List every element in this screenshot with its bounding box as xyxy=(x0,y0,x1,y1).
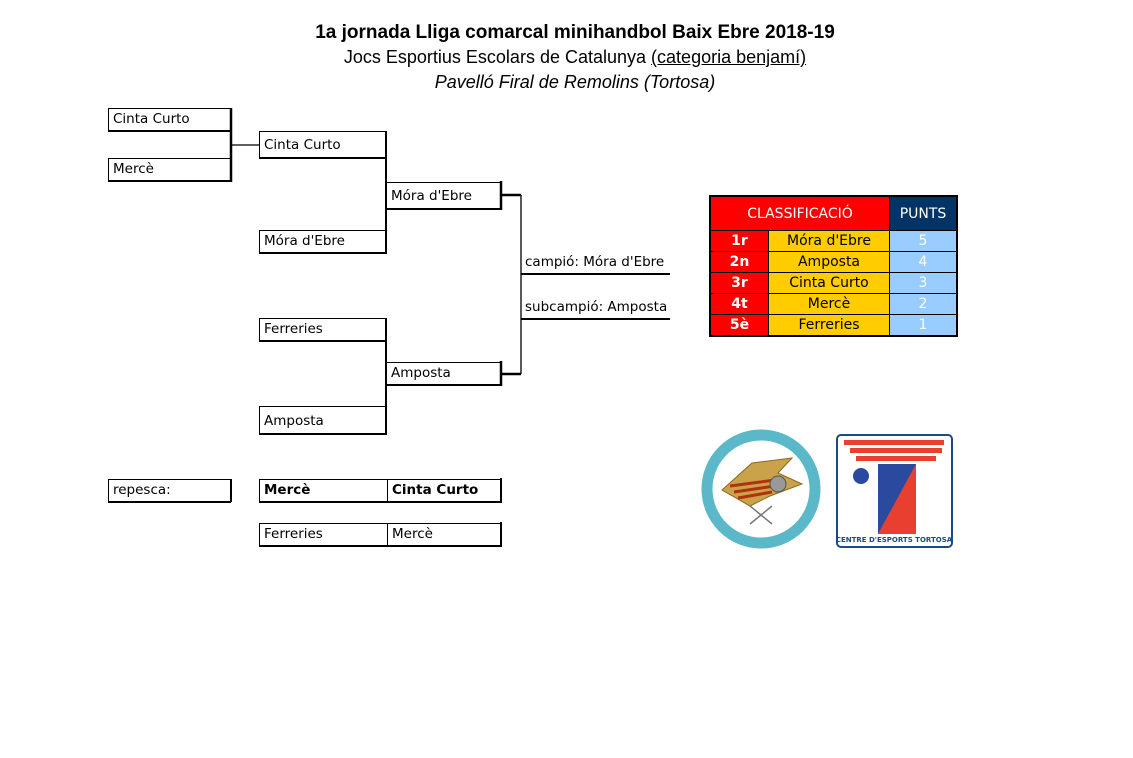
bracket-r1-team-2: Mercè xyxy=(108,158,231,182)
points: 2 xyxy=(889,293,958,315)
repesca-match1-team2: Cinta Curto xyxy=(387,479,501,503)
rank: 1r xyxy=(709,230,769,252)
bracket-r1-team-1: Cinta Curto xyxy=(108,108,231,132)
rank: 2n xyxy=(709,251,769,273)
bracket-semi-2: Amposta xyxy=(386,362,501,386)
repesca-match2-team1: Ferreries xyxy=(259,523,387,547)
points: 3 xyxy=(889,272,958,294)
bracket-r2-team-1: Cinta Curto xyxy=(259,131,386,159)
page-title: 1a jornada Lliga comarcal minihandbol Ba… xyxy=(315,22,835,43)
bracket-r2-team-3: Ferreries xyxy=(259,318,386,342)
classification-header-row: CLASSIFICACIÓ PUNTS xyxy=(709,195,958,231)
rank: 3r xyxy=(709,272,769,294)
team: Ferreries xyxy=(768,314,890,337)
repesca-match2-team2: Mercè xyxy=(387,523,501,547)
bracket-r2-team-4: Amposta xyxy=(259,406,386,435)
team: Cinta Curto xyxy=(768,272,890,294)
page-subtitle: Jocs Esportius Escolars de Catalunya (ca… xyxy=(0,47,1133,68)
repesca-match1-team1: Mercè xyxy=(259,479,387,503)
team: Mercè xyxy=(768,293,890,315)
subtitle-category: (categoria benjamí) xyxy=(651,47,807,67)
svg-text:CENTRE D'ESPORTS TORTOSA: CENTRE D'ESPORTS TORTOSA xyxy=(836,536,953,544)
team: Amposta xyxy=(768,251,890,273)
bracket-r2-team-2: Móra d'Ebre xyxy=(259,230,386,254)
venue: Pavelló Firal de Remolins (Tortosa) xyxy=(434,72,716,92)
rank: 5è xyxy=(709,314,769,337)
points: 5 xyxy=(889,230,958,252)
bracket-semi-1: Móra d'Ebre xyxy=(386,182,501,210)
rank: 4t xyxy=(709,293,769,315)
classification-header: CLASSIFICACIÓ xyxy=(709,195,890,231)
team: Móra d'Ebre xyxy=(768,230,890,252)
points: 1 xyxy=(889,314,958,337)
repesca-label: repesca: xyxy=(108,479,231,503)
runner-up-label: subcampió: Amposta xyxy=(525,299,668,315)
centre-esports-tortosa-logo: CENTRE D'ESPORTS TORTOSA xyxy=(836,434,953,548)
subtitle-main: Jocs Esportius Escolars de Catalunya xyxy=(343,47,647,67)
champion-label: campió: Móra d'Ebre xyxy=(525,254,665,270)
consell-esportiu-logo xyxy=(701,429,821,549)
points: 4 xyxy=(889,251,958,273)
points-header: PUNTS xyxy=(889,195,958,231)
